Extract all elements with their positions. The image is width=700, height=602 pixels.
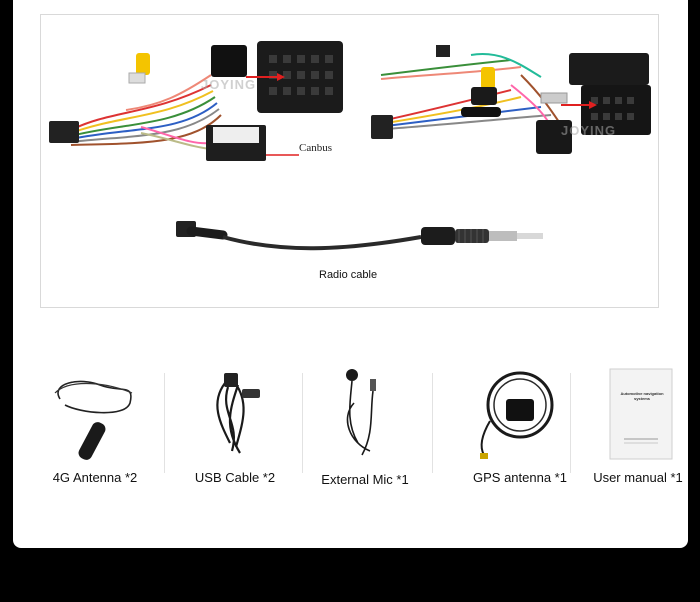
divider bbox=[302, 373, 303, 473]
radio-cable-illustration bbox=[176, 221, 543, 251]
accessory-label: User manual *1 bbox=[593, 470, 683, 485]
usb-cable-icon bbox=[216, 373, 260, 454]
manual-cover-text: Automotive navigation systems bbox=[620, 391, 664, 401]
accessories-row: 4G Antenna *2 USB Cable *2 External Mic … bbox=[40, 363, 690, 493]
left-connector bbox=[49, 121, 79, 143]
accessory-gps-antenna: GPS antenna *1 bbox=[460, 363, 580, 493]
harness-illustration bbox=[49, 41, 651, 251]
accessory-label: 4G Antenna *2 bbox=[52, 470, 138, 485]
accessory-label: USB Cable *2 bbox=[194, 470, 276, 485]
accessory-external-mic: External Mic *1 bbox=[310, 363, 420, 493]
divider bbox=[570, 373, 571, 473]
radio-cable-label: Radio cable bbox=[319, 269, 378, 281]
right-connector-top bbox=[569, 53, 649, 85]
product-card: JOYING JOYING Canbus Radio cable 4G Ante… bbox=[13, 0, 688, 548]
gps-antenna-icon bbox=[480, 371, 554, 459]
divider bbox=[432, 373, 433, 473]
wiring-harness-panel: JOYING JOYING Canbus Radio cable bbox=[40, 14, 659, 308]
accessory-label: External Mic *1 bbox=[321, 472, 409, 487]
divider bbox=[164, 373, 165, 473]
antenna-icon bbox=[54, 380, 133, 460]
watermark-left: JOYING bbox=[201, 77, 257, 92]
accessory-4g-antenna: 4G Antenna *2 bbox=[40, 363, 150, 493]
accessory-label: GPS antenna *1 bbox=[473, 470, 567, 485]
canbus-label: Canbus bbox=[299, 142, 332, 154]
manual-icon bbox=[609, 368, 673, 460]
watermark-right: JOYING bbox=[561, 123, 617, 138]
accessory-user-manual: Automotive navigation systems User manua… bbox=[588, 363, 688, 493]
accessory-usb-cable: USB Cable *2 bbox=[180, 363, 290, 493]
microphone-icon bbox=[346, 369, 376, 456]
